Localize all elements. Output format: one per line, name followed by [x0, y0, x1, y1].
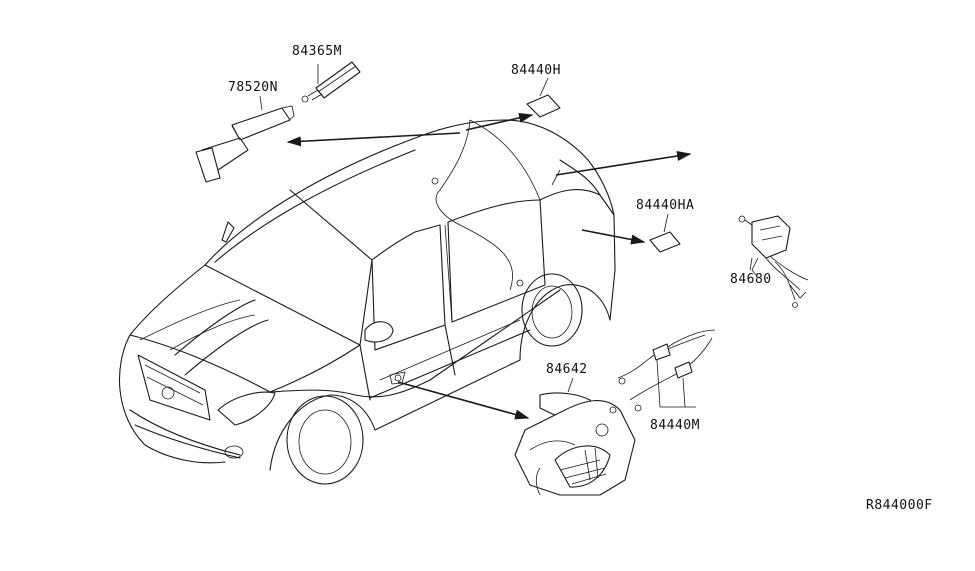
trunk-lock-part	[738, 215, 809, 308]
part-label-84440m: 84440M	[650, 418, 700, 433]
part-label-84680: 84680	[730, 272, 772, 287]
antenna-rod-part	[301, 61, 361, 103]
part-label-84440h: 84440H	[511, 63, 561, 78]
antenna-base-part	[195, 105, 295, 183]
car-body	[118, 119, 616, 485]
pad-84440h	[526, 94, 561, 118]
leader-arrows	[259, 64, 753, 420]
part-label-84642: 84642	[546, 362, 588, 377]
part-label-84440ha: 84440HA	[636, 198, 695, 213]
part-label-84365m: 84365M	[292, 44, 342, 59]
release-cable-part	[617, 329, 716, 412]
part-label-78520n: 78520N	[228, 80, 278, 95]
diagram-code: R844000F	[866, 498, 933, 513]
trunk-opener-part	[514, 392, 636, 496]
pad-84440ha	[649, 231, 681, 253]
